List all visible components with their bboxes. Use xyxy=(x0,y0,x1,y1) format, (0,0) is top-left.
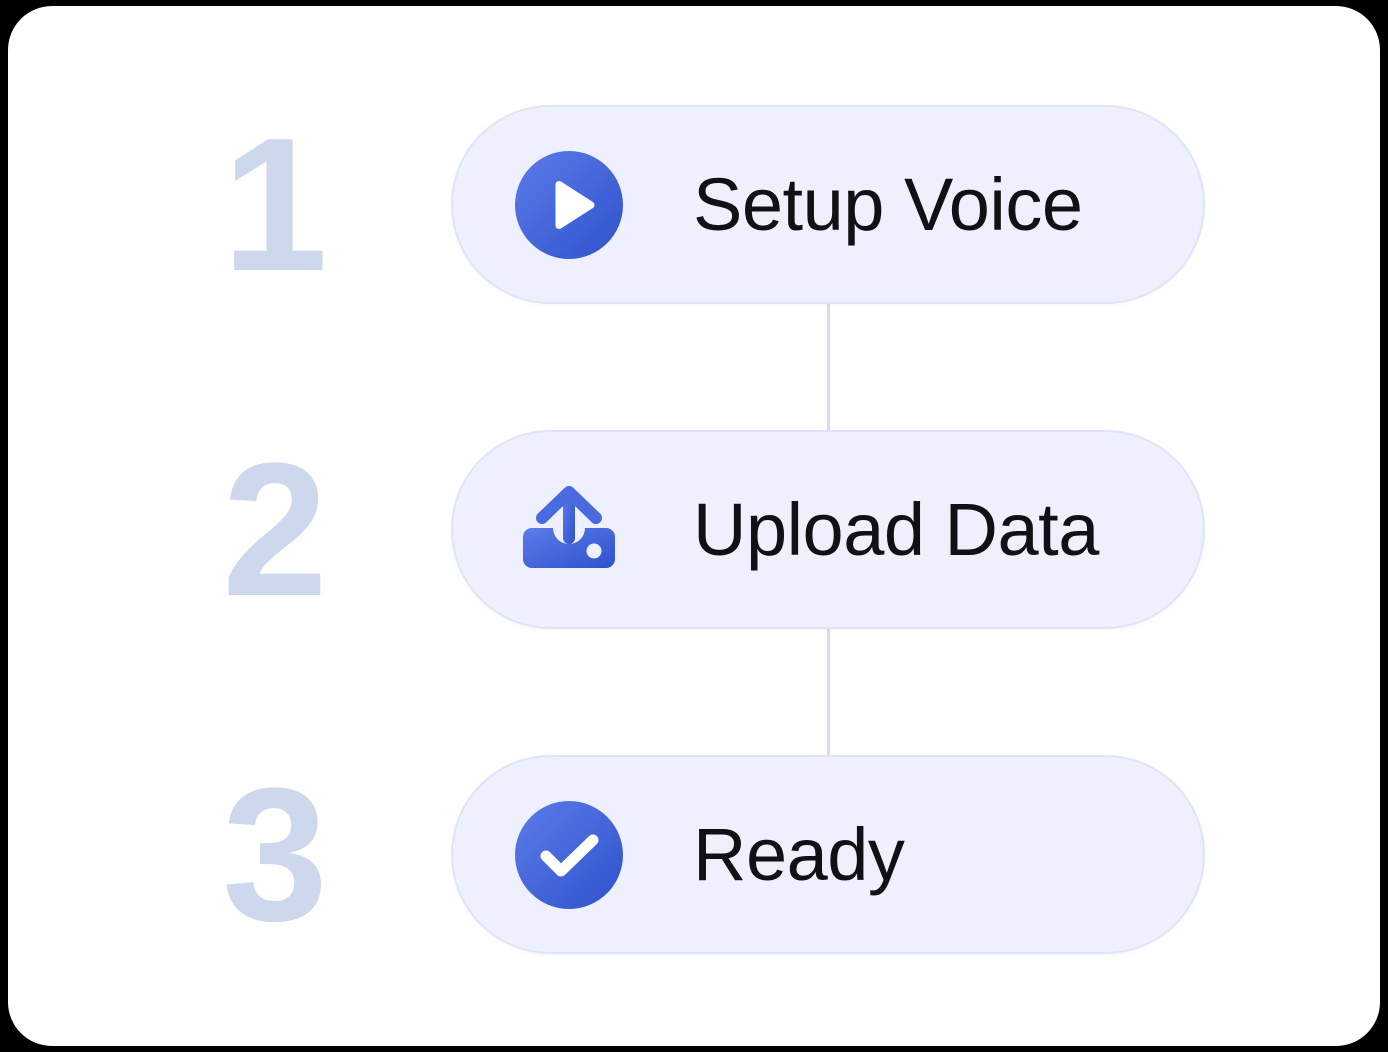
step-row-2: 2 xyxy=(8,430,1380,630)
onboarding-steps-card: 1 Setup Voice 2 xyxy=(8,6,1380,1046)
check-circle-icon xyxy=(515,800,623,909)
step-row-1: 1 Setup Voice xyxy=(8,105,1380,305)
step-pill-ready[interactable]: Ready xyxy=(451,755,1205,954)
play-circle-icon xyxy=(515,150,623,259)
step-pill-setup-voice[interactable]: Setup Voice xyxy=(451,105,1205,304)
step-number-3: 3 xyxy=(222,749,328,961)
step-label-1: Setup Voice xyxy=(693,162,1083,246)
step-pill-upload-data[interactable]: Upload Data xyxy=(451,430,1205,629)
step-label-3: Ready xyxy=(693,812,905,896)
step-number-2: 2 xyxy=(222,424,328,636)
step-number-1: 1 xyxy=(222,99,328,311)
connector-line-step1-step2 xyxy=(827,292,830,442)
step-row-3: 3 Ready xyxy=(8,755,1380,955)
upload-icon xyxy=(523,485,615,568)
step-label-2: Upload Data xyxy=(693,487,1099,571)
connector-line-step2-step3 xyxy=(827,618,830,770)
